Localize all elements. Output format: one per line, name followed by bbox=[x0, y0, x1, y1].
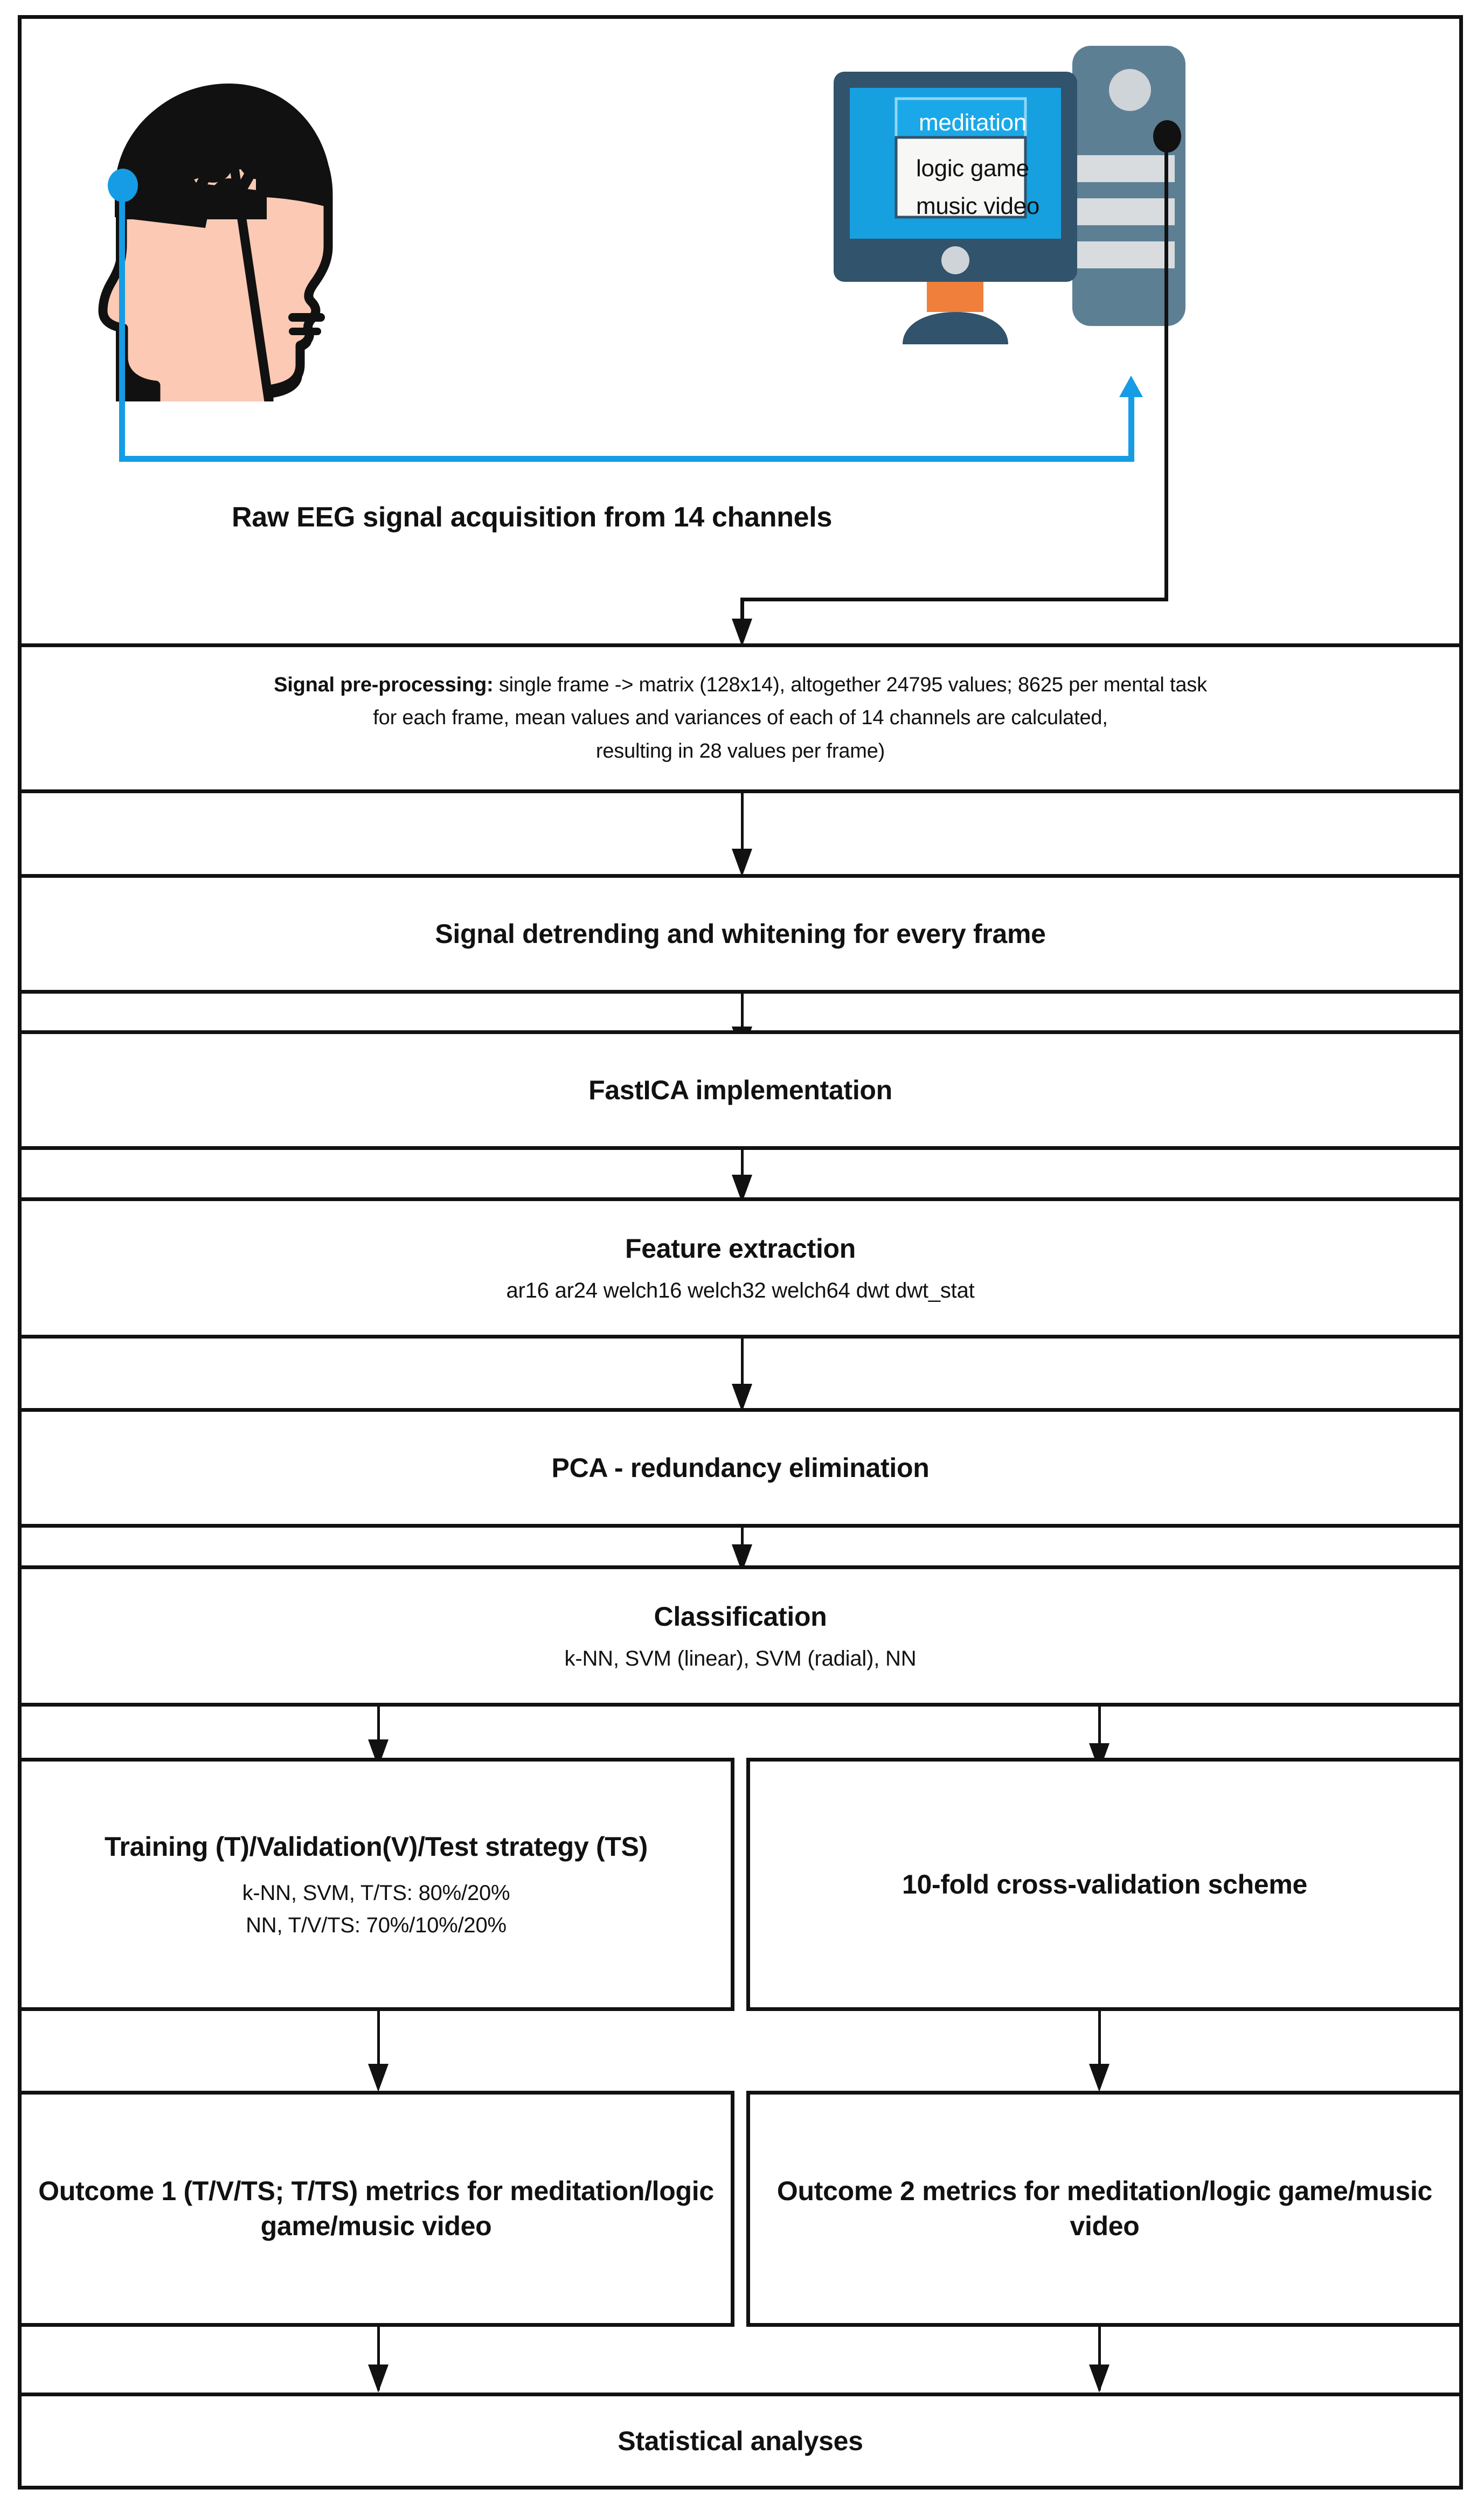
preprocessing-arrowhead bbox=[732, 619, 752, 647]
outcome-1-title: Outcome 1 (T/V/TS; T/TS) metrics for med… bbox=[38, 2176, 714, 2241]
connector-preprocessing-to-detrending bbox=[741, 793, 744, 855]
training-strategy-split-nn: NN, T/V/TS: 70%/10%/20% bbox=[246, 1913, 507, 1937]
feature-extraction-title: Feature extraction bbox=[625, 1233, 856, 1264]
tower-output-line-drop bbox=[740, 598, 744, 623]
preprocessing-text: Signal pre-processing: single frame -> m… bbox=[274, 669, 1207, 768]
arrowhead-stats-left bbox=[368, 2365, 389, 2393]
classification-methods: k-NN, SVM (linear), SVM (radial), NN bbox=[564, 1646, 917, 1670]
eeg-cable-vertical-left bbox=[119, 194, 125, 461]
connector-classification-to-cv bbox=[1098, 1707, 1101, 1771]
step-box-classification: Classification k-NN, SVM (linear), SVM (… bbox=[18, 1565, 1463, 1707]
eeg-cable-horizontal bbox=[119, 456, 1134, 462]
training-strategy-title: Training (T)/Validation(V)/Test strategy… bbox=[105, 1831, 648, 1862]
connector-outcome2-to-stats bbox=[1098, 2327, 1101, 2390]
arrowhead-pca bbox=[732, 1384, 752, 1412]
training-strategy-split-knn-svm: k-NN, SVM, T/TS: 80%/20% bbox=[242, 1881, 510, 1905]
screen-item-meditation: meditation bbox=[919, 109, 1027, 136]
connector-feature-to-pca bbox=[741, 1339, 744, 1411]
preprocessing-line2: for each frame, mean values and variance… bbox=[373, 706, 1108, 730]
acquisition-caption: Raw EEG signal acquisition from 14 chann… bbox=[232, 502, 833, 533]
step-box-statistical-analyses: Statistical analyses bbox=[18, 2393, 1463, 2490]
feature-extraction-methods: ar16 ar24 welch16 welch32 welch64 dwt dw… bbox=[506, 1278, 975, 1302]
arrowhead-stats-right bbox=[1089, 2365, 1109, 2393]
connector-classification-to-strategy bbox=[377, 1707, 380, 1769]
screen-item-logic-game: logic game bbox=[916, 155, 1029, 182]
eeg-cable-arrowhead bbox=[1119, 376, 1143, 397]
branch-box-outcome-2: Outcome 2 metrics for meditation/logic g… bbox=[746, 2091, 1463, 2327]
tower-output-line-vertical bbox=[1164, 148, 1168, 601]
statistical-analyses-title: Statistical analyses bbox=[618, 2425, 863, 2456]
tower-output-dot bbox=[1153, 120, 1181, 152]
connector-strategy-to-outcome1 bbox=[377, 2011, 380, 2076]
step-box-feature-extraction: Feature extraction ar16 ar24 welch16 wel… bbox=[18, 1197, 1463, 1339]
arrowhead-outcome2 bbox=[1089, 2064, 1109, 2092]
tower-output-line-horizontal bbox=[740, 598, 1168, 601]
fastica-title: FastICA implementation bbox=[588, 1074, 892, 1105]
connector-detrending-to-fastica bbox=[741, 994, 744, 1055]
connector-outcome1-to-stats bbox=[377, 2327, 380, 2390]
arrowhead-detrending bbox=[732, 849, 752, 877]
outcome-2-title: Outcome 2 metrics for meditation/logic g… bbox=[776, 2176, 1433, 2241]
computer-illustration bbox=[827, 30, 1199, 369]
connector-cv-to-outcome2 bbox=[1098, 2011, 1101, 2076]
step-box-preprocessing: Signal pre-processing: single frame -> m… bbox=[18, 643, 1463, 793]
branch-box-training-strategy: Training (T)/Validation(V)/Test strategy… bbox=[18, 1758, 734, 2011]
preprocessing-bold-lead: Signal pre-processing: bbox=[274, 673, 494, 696]
step-box-fastica: FastICA implementation bbox=[18, 1030, 1463, 1150]
eeg-cable-vertical-right bbox=[1128, 396, 1134, 461]
step-box-detrending: Signal detrending and whitening for ever… bbox=[18, 874, 1463, 994]
branch-box-outcome-1: Outcome 1 (T/V/TS; T/TS) metrics for med… bbox=[18, 2091, 734, 2327]
branch-box-cross-validation: 10-fold cross-validation scheme bbox=[746, 1758, 1463, 2011]
step-box-pca: PCA - redundancy elimination bbox=[18, 1408, 1463, 1528]
pca-title: PCA - redundancy elimination bbox=[551, 1452, 930, 1483]
detrending-title: Signal detrending and whitening for ever… bbox=[435, 918, 1046, 949]
cross-validation-title: 10-fold cross-validation scheme bbox=[902, 1869, 1308, 1899]
screen-item-music-video: music video bbox=[916, 193, 1040, 219]
preprocessing-line3: resulting in 28 values per frame) bbox=[595, 739, 885, 762]
preprocessing-line1: single frame -> matrix (128x14), altoget… bbox=[498, 673, 1207, 696]
arrowhead-outcome1 bbox=[368, 2064, 389, 2092]
classification-title: Classification bbox=[654, 1601, 827, 1632]
eeg-head-illustration bbox=[51, 30, 385, 401]
